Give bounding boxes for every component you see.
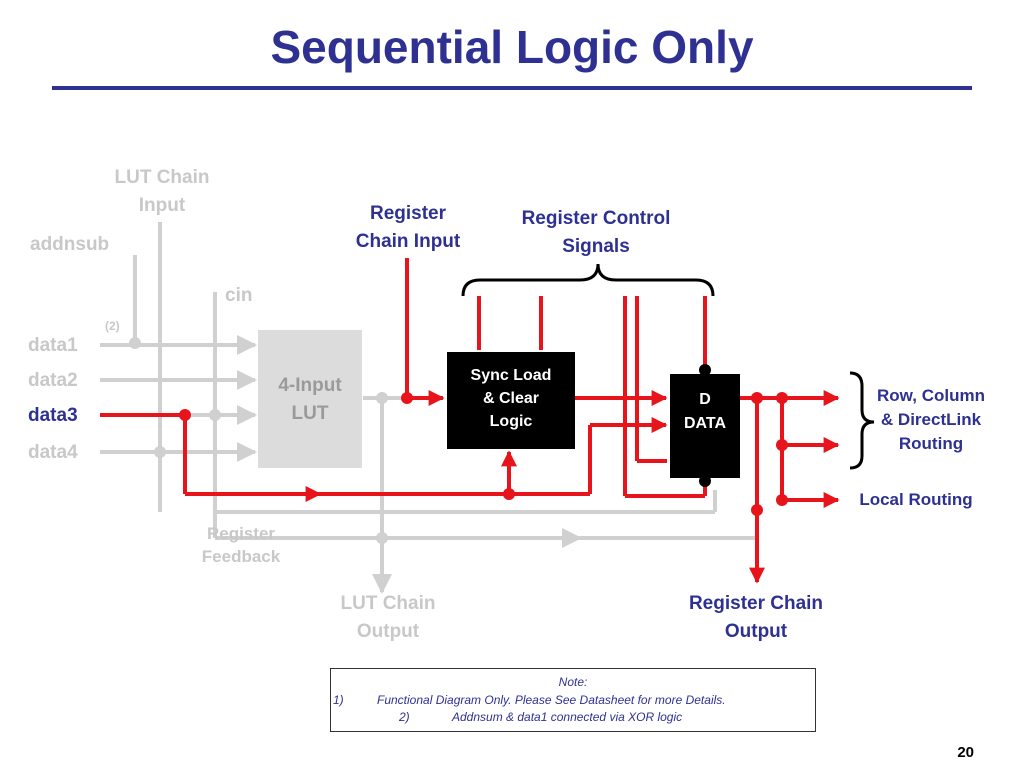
register-clear-dot [699, 475, 711, 487]
footnote-2-label: (2) [105, 319, 120, 333]
sync-load-block-label: Sync Load & Clear Logic [470, 367, 552, 430]
data2-label: data2 [28, 370, 78, 391]
note-box: Note: 1) Functional Diagram Only. Please… [330, 668, 816, 732]
note-item2-number: 2) [399, 710, 410, 724]
d-register-block-label: D DATA [683, 391, 727, 432]
data4-label: data4 [28, 442, 78, 463]
note-heading: Note: [558, 675, 588, 689]
active-wiring [100, 258, 840, 584]
note-item1-text: Functional Diagram Only. Please See Data… [377, 693, 726, 707]
sync-load-block [447, 352, 575, 449]
page-number: 20 [957, 744, 974, 761]
active-junctions [179, 392, 788, 516]
data1-label: data1 [28, 335, 78, 356]
register-control-signals-label: Register Control Signals [521, 208, 671, 257]
register-feedback-label: Register Feedback [201, 524, 281, 566]
row-column-routing-label: Row, Column & DirectLink Routing [877, 386, 985, 453]
cin-label: cin [225, 285, 253, 306]
addnsub-label: addnsub [30, 234, 110, 255]
inactive-junctions [129, 337, 388, 544]
lut-chain-output-label: LUT Chain Output [340, 593, 436, 642]
control-signals-brace [461, 263, 715, 297]
routing-brace [849, 371, 875, 470]
register-chain-input-label: Register Chain Input [355, 203, 461, 252]
inactive-wiring [100, 222, 757, 594]
lut-block-label: 4-Input LUT [278, 375, 342, 424]
note-item2-text: Addnsum & data1 connected via XOR logic [452, 710, 683, 724]
register-clock-dot [699, 364, 711, 376]
d-register-block [670, 374, 740, 478]
slide-title: Sequential Logic Only [270, 21, 754, 73]
note-item1-number: 1) [333, 693, 344, 707]
data3-label: data3 [28, 405, 78, 426]
lut-block [258, 330, 362, 468]
local-routing-label: Local Routing [859, 490, 973, 509]
lut-chain-input-label: LUT Chain Input [114, 167, 210, 216]
title-underline [52, 86, 972, 90]
register-chain-output-label: Register Chain Output [688, 593, 824, 642]
